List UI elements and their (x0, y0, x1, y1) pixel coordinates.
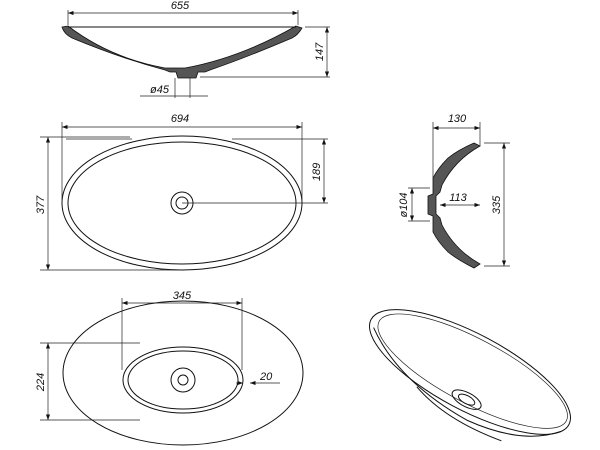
bottom-view: 345 224 20 (35, 290, 304, 446)
section-view: 130 335 ø104 113 (398, 113, 510, 269)
dimension-113: 113 (449, 192, 467, 204)
dimension-345: 345 (173, 290, 192, 302)
drain-icon (451, 389, 482, 410)
dimension-224: 224 (35, 373, 47, 392)
top-view: 694 377 189 (35, 113, 328, 271)
dimension-130: 130 (448, 113, 467, 125)
perspective-view (369, 309, 571, 442)
section-profile (427, 142, 481, 269)
dimension-d45: ø45 (150, 84, 170, 96)
drain-icon (170, 367, 196, 393)
side-profile (61, 25, 303, 79)
dimension-20: 20 (259, 371, 273, 383)
dimension-d104: ø104 (398, 192, 410, 217)
dimension-335: 335 (491, 195, 503, 214)
side-view: 655 147 ø45 (61, 0, 330, 98)
dimension-377: 377 (35, 195, 47, 214)
dimension-694: 694 (171, 113, 189, 125)
dimension-189: 189 (311, 163, 323, 181)
dimension-655: 655 (171, 0, 190, 12)
dimension-147: 147 (314, 42, 326, 61)
